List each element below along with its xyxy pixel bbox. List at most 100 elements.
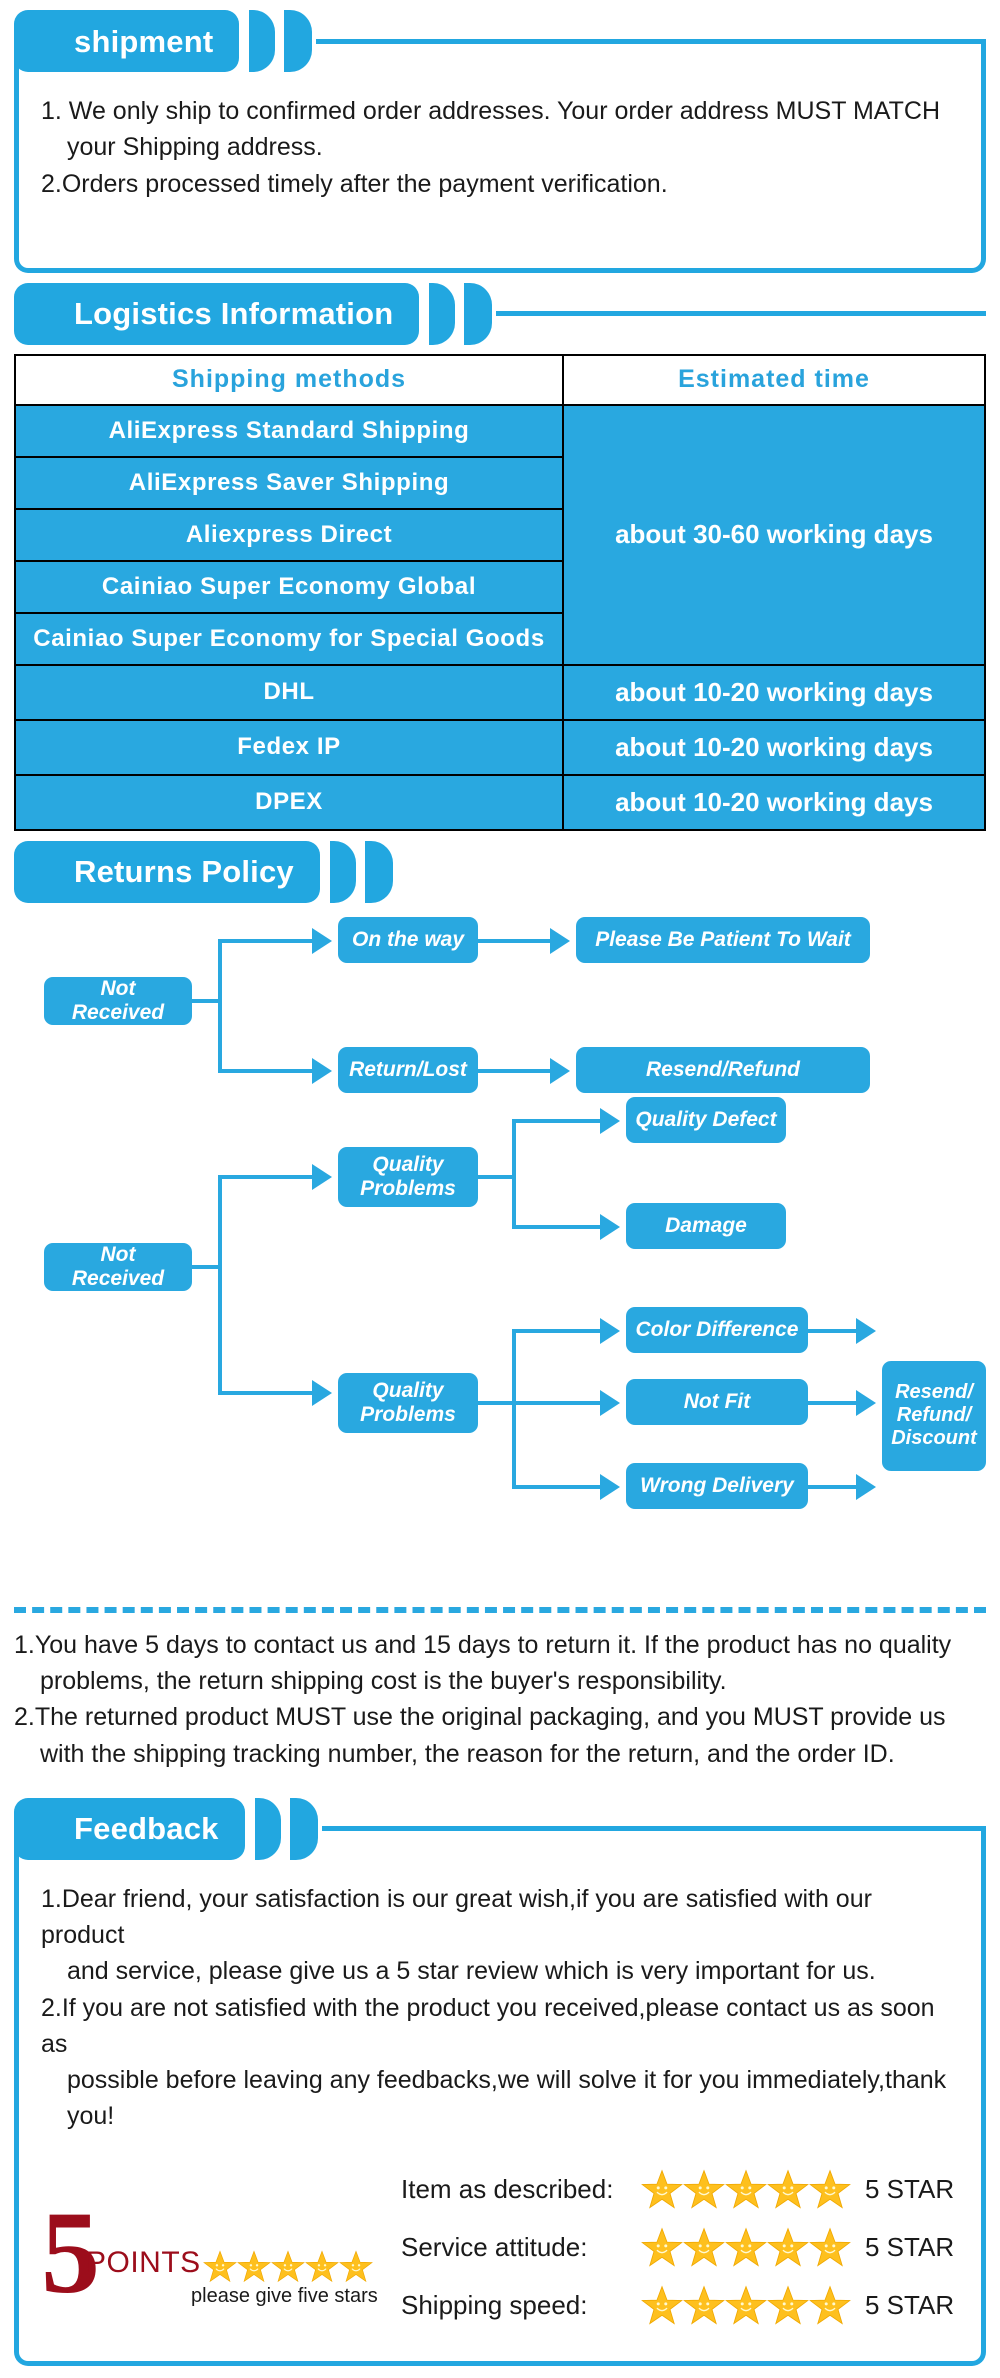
flow2-a-arrow-icon bbox=[312, 1163, 332, 1190]
star-icon bbox=[725, 2284, 767, 2327]
rating-label: Item as described: bbox=[401, 2174, 614, 2204]
returns-title: Returns Policy bbox=[14, 840, 320, 903]
shipment-line-3: 2.Orders processed timely after the paym… bbox=[41, 169, 668, 198]
flow1-branch2-arrow-icon bbox=[312, 1057, 332, 1084]
rating-value: 5 STAR bbox=[865, 2174, 955, 2204]
star-icon bbox=[641, 2226, 683, 2269]
rating-stars bbox=[641, 2168, 851, 2211]
flow2-b-leaf1-line bbox=[512, 1328, 600, 1333]
star-icon bbox=[683, 2284, 725, 2327]
flow2-b-leaf-1: Color Difference bbox=[626, 1306, 808, 1353]
header-tab-2-icon bbox=[364, 840, 393, 903]
rating-label: Service attitude: bbox=[401, 2232, 588, 2262]
five-points-number: 5 bbox=[41, 2186, 100, 2318]
flow2-a-leaf2-arrow-icon bbox=[600, 1213, 620, 1240]
flow2-b-leaf2-arrow-icon bbox=[600, 1389, 620, 1416]
column-header-estimated-time: Estimated time bbox=[562, 353, 986, 406]
header-tab-2-icon bbox=[284, 10, 313, 72]
header-rule bbox=[316, 38, 986, 44]
star-icon bbox=[202, 2249, 237, 2284]
cell-estimated-time: about 10-20 working days bbox=[562, 663, 986, 721]
shipment-header: shipment bbox=[14, 10, 986, 72]
table-row: DPEX about 10-20 working days bbox=[13, 773, 986, 831]
feedback-line-2-cont: possible before leaving any feedbacks,we… bbox=[67, 2066, 947, 2131]
flow1-root: Not Received bbox=[44, 977, 192, 1025]
feedback-line-2: 2.If you are not satisfied with the prod… bbox=[41, 1993, 935, 2058]
feedback-title: Feedback bbox=[14, 1797, 245, 1860]
cell-method: Fedex IP bbox=[13, 718, 565, 776]
flow1-branch2-end-arrow-icon bbox=[550, 1057, 570, 1084]
flow2-b-leaf1-arrow-icon bbox=[600, 1317, 620, 1344]
star-icon bbox=[767, 2284, 809, 2327]
star-icon bbox=[270, 2249, 305, 2284]
returns-divider bbox=[14, 1606, 986, 1613]
flow1-branch2-link bbox=[478, 1068, 550, 1073]
flow2-a-leaf1-line bbox=[512, 1118, 600, 1123]
header-tab-2-icon bbox=[289, 1797, 318, 1860]
star-icon bbox=[683, 2168, 725, 2211]
returns-note-1-cont: problems, the return shipping cost is th… bbox=[40, 1667, 727, 1695]
star-icon bbox=[725, 2226, 767, 2269]
flow1-stem bbox=[192, 998, 220, 1003]
flow1-branch2-end: Resend/Refund bbox=[576, 1046, 870, 1093]
flow2-b-leaf1-end-arrow-icon bbox=[856, 1317, 876, 1344]
flow1-branch1-link bbox=[478, 938, 550, 943]
flow2-b-leaf-3: Wrong Delivery bbox=[626, 1462, 808, 1509]
rating-area: 5 POINTS please give five stars Item as … bbox=[41, 2161, 959, 2335]
cell-estimated-time: about 10-20 working days bbox=[562, 773, 986, 831]
header-rule bbox=[496, 311, 986, 317]
flow2-b-leaf1-link bbox=[808, 1328, 856, 1333]
table-row: DHL about 10-20 working days bbox=[13, 663, 986, 721]
column-header-shipping-methods: Shipping methods bbox=[13, 353, 565, 406]
cell-method: DPEX bbox=[13, 773, 565, 831]
flow2-a-leaf1-arrow-icon bbox=[600, 1107, 620, 1134]
logistics-table-body: AliExpress Standard Shipping about 30-60… bbox=[13, 403, 986, 831]
rating-row-shipping-speed: Shipping speed: 5 STAR bbox=[401, 2277, 959, 2335]
shipment-text: 1. We only ship to confirmed order addre… bbox=[41, 93, 959, 202]
rating-row-service-attitude: Service attitude: 5 STAR bbox=[401, 2219, 959, 2277]
flow1-branch2-mid: Return/Lost bbox=[338, 1046, 478, 1093]
feedback-line-1: 1.Dear friend, your satisfaction is our … bbox=[41, 1884, 872, 1949]
flow2-b-leaf3-arrow-icon bbox=[600, 1473, 620, 1500]
star-icon bbox=[641, 2168, 683, 2211]
flow2-a-line bbox=[218, 1174, 312, 1179]
table-row: Aliexpress Direct bbox=[13, 507, 985, 562]
flow2-b-leaf3-line bbox=[512, 1484, 600, 1489]
flow2-b-leaf2-end-arrow-icon bbox=[856, 1389, 876, 1416]
logistics-title: Logistics Information bbox=[14, 282, 420, 345]
flow1-branch1-end-arrow-icon bbox=[550, 927, 570, 954]
returns-flowchart-2: Not Received Quality Problems Quality De… bbox=[14, 1096, 986, 1509]
logistics-section: Logistics Information Shipping methods E… bbox=[13, 282, 986, 831]
five-points-stars bbox=[202, 2249, 373, 2284]
flow2-a-leaf-2: Damage bbox=[626, 1202, 786, 1249]
flow2-b-arrow-icon bbox=[312, 1379, 332, 1406]
shipment-title: shipment bbox=[14, 10, 240, 72]
star-icon bbox=[641, 2284, 683, 2327]
rating-row-item-as-described: Item as described: 5 STAR bbox=[401, 2161, 959, 2219]
flow2-b-leaf2-link bbox=[808, 1400, 856, 1405]
flow2-b-end: Resend/ Refund/ Discount bbox=[882, 1360, 986, 1471]
header-tab-1-icon bbox=[254, 1797, 281, 1860]
flow2-b-spine bbox=[512, 1328, 516, 1489]
header-tab-1-icon bbox=[249, 10, 276, 72]
shipment-line-2: your Shipping address. bbox=[67, 133, 323, 162]
flow2-a-leaf2-line bbox=[512, 1224, 600, 1229]
star-icon bbox=[809, 2168, 851, 2211]
five-points-word: POINTS bbox=[86, 2245, 201, 2279]
cell-estimated-time: about 10-20 working days bbox=[562, 718, 986, 776]
flow2-b-leaf3-end-arrow-icon bbox=[856, 1473, 876, 1500]
flow2-a-mid: Quality Problems bbox=[338, 1146, 478, 1207]
star-icon bbox=[338, 2249, 373, 2284]
flow1-branch1-end: Please Be Patient To Wait bbox=[576, 916, 870, 963]
feedback-header: Feedback bbox=[14, 1797, 986, 1860]
header-tab-1-icon bbox=[429, 282, 456, 345]
shipment-line-1: 1. We only ship to confirmed order addre… bbox=[41, 97, 940, 125]
returns-note-2-cont: with the shipping tracking number, the r… bbox=[40, 1739, 895, 1768]
logistics-header: Logistics Information bbox=[14, 282, 986, 345]
returns-notes: 1.You have 5 days to contact us and 15 d… bbox=[14, 1627, 986, 1772]
table-row: Cainiao Super Economy for Special Goods bbox=[13, 611, 985, 666]
flow2-b-leaf3-link bbox=[808, 1484, 856, 1489]
cell-estimated-time-group: about 30-60 working days bbox=[562, 403, 986, 666]
returns-section: Returns Policy Not Received On the way P… bbox=[14, 840, 986, 1772]
feedback-body: 1.Dear friend, your satisfaction is our … bbox=[14, 1828, 986, 2366]
